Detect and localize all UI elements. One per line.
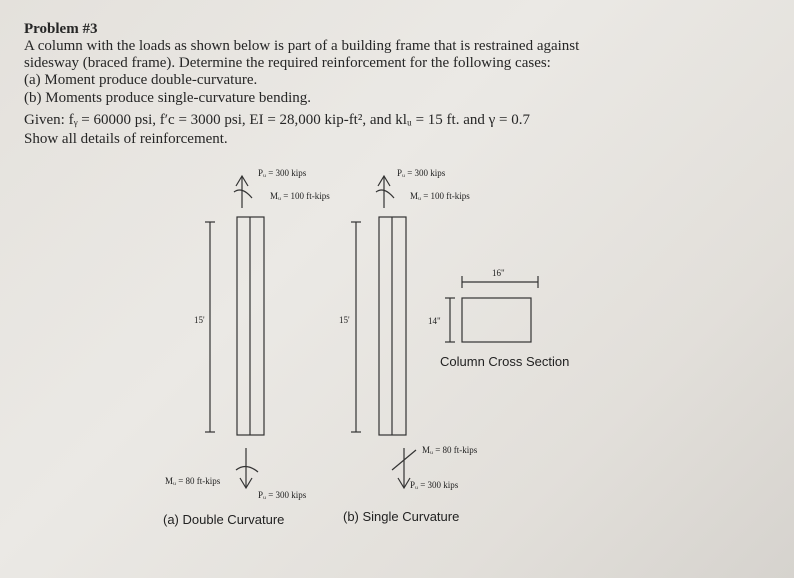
case-b-bottom-moment: Mᵤ = 80 ft-kips xyxy=(422,445,478,455)
case-b-statement: (b) Moments produce single-curvature ben… xyxy=(24,90,311,106)
problem-title: Problem #3 xyxy=(24,21,98,37)
case-a-height-label: 15' xyxy=(194,315,205,325)
case-b-bottom-axial-load: Pᵤ = 300 kips xyxy=(410,480,459,490)
section-depth-label: 14" xyxy=(428,316,441,326)
moment-arc-b-bottom xyxy=(391,449,417,471)
show-instruction: Show all details of reinforcement. xyxy=(24,131,228,147)
axial-arrowhead-b-top xyxy=(377,174,391,187)
case-a-bottom-moment: Mᵤ = 80 ft-kips xyxy=(165,476,221,486)
axial-arrowhead-a-top xyxy=(235,174,249,187)
case-a-caption: (a) Double Curvature xyxy=(163,512,285,527)
section-caption: Column Cross Section xyxy=(440,354,570,369)
moment-arc-b-top xyxy=(375,189,395,199)
given-values: Given: fᵧ = 60000 psi, f′c = 3000 psi, E… xyxy=(24,112,530,128)
axial-arrowhead-b-bottom xyxy=(397,477,411,490)
axial-arrowhead-a-bottom xyxy=(239,477,253,490)
case-a-top-moment: Mᵤ = 100 ft-kips xyxy=(270,191,330,201)
cross-section xyxy=(461,297,532,343)
problem-text-line-1: A column with the loads as shown below i… xyxy=(24,38,580,54)
case-b-top-moment: Mᵤ = 100 ft-kips xyxy=(410,191,470,201)
problem-text-line-2: sidesway (braced frame). Determine the r… xyxy=(24,55,551,71)
case-b-caption: (b) Single Curvature xyxy=(343,509,460,524)
case-b-top-axial-load: Pᵤ = 300 kips xyxy=(397,168,446,178)
section-width-label: 16" xyxy=(492,268,505,278)
case-a-top-axial-load: Pᵤ = 300 kips xyxy=(258,168,307,178)
case-a-bottom-axial-load: Pᵤ = 300 kips xyxy=(258,490,307,500)
case-a-statement: (a) Moment produce double-curvature. xyxy=(24,72,258,88)
case-b-height-label: 15' xyxy=(339,315,350,325)
moment-arc-a-top xyxy=(233,189,253,199)
moment-arc-a-bottom xyxy=(235,465,259,473)
